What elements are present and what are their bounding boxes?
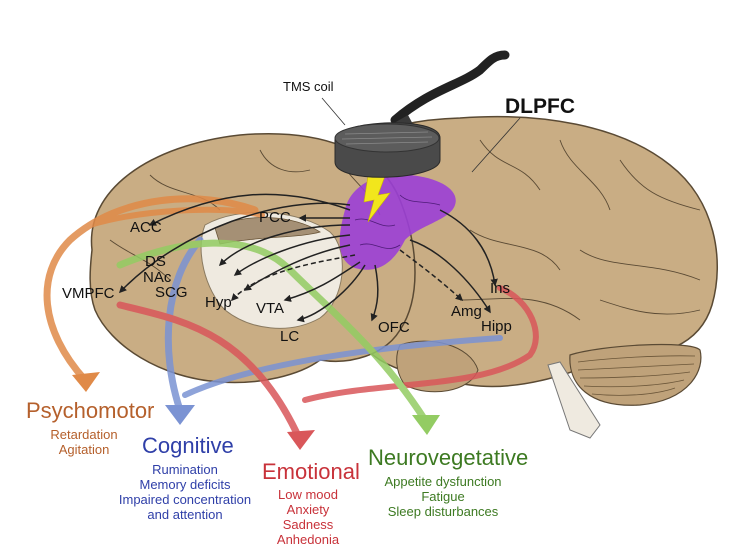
psychomotor-title: Psychomotor bbox=[26, 398, 155, 423]
symptom-item: Impaired concentration bbox=[118, 492, 252, 507]
region-ins: Ins bbox=[490, 280, 511, 297]
symptom-item: Memory deficits bbox=[139, 477, 231, 492]
symptom-item: Rumination bbox=[152, 462, 218, 477]
psychomotor-pathway-2 bbox=[87, 206, 265, 228]
stimulation-bolt-icon bbox=[363, 175, 391, 223]
symptom-item: Anxiety bbox=[286, 502, 330, 517]
symptom-item: Appetite dysfunction bbox=[384, 474, 502, 489]
symptom-item: Retardation bbox=[50, 427, 118, 442]
cognitive-title: Cognitive bbox=[142, 433, 234, 458]
cognitive-pathway-2 bbox=[182, 335, 503, 398]
region-acc: ACC bbox=[130, 219, 162, 236]
symptom-item: Low mood bbox=[278, 487, 338, 502]
emotional-symptoms: Low mood Anxiety Sadness Anhedonia bbox=[262, 487, 354, 547]
cerebellum-folia bbox=[577, 355, 696, 396]
symptom-item: and attention bbox=[147, 507, 223, 522]
emotional-title: Emotional bbox=[262, 459, 360, 484]
neurovegetative-pathway bbox=[116, 239, 429, 424]
region-scg: SCG bbox=[155, 284, 188, 301]
coil-leader-line bbox=[321, 97, 346, 126]
symptom-item: Sadness bbox=[282, 517, 334, 532]
symptom-item: Sleep disturbances bbox=[387, 504, 499, 519]
symptom-item: Agitation bbox=[58, 442, 110, 457]
dlpfc-sulci bbox=[354, 194, 441, 249]
region-vmpfc: VMPFC bbox=[62, 285, 115, 302]
neurovegetative-symptoms: Appetite dysfunction Fatigue Sleep distu… bbox=[378, 474, 508, 519]
emotional-pathway bbox=[116, 301, 304, 444]
dlpfc-label: DLPFC bbox=[505, 95, 575, 118]
psychomotor-pathway bbox=[43, 195, 259, 384]
region-lc: LC bbox=[280, 328, 300, 345]
dlpfc-projections bbox=[118, 193, 498, 323]
dlpfc-leader-line bbox=[471, 117, 521, 173]
tms-coil-icon bbox=[334, 50, 510, 178]
region-ds: DS bbox=[145, 253, 166, 270]
neurovegetative-title: Neurovegetative bbox=[368, 445, 529, 470]
psychomotor-symptoms: Retardation Agitation bbox=[34, 427, 134, 457]
region-hipp: Hipp bbox=[481, 318, 512, 335]
emotional-pathway-2 bbox=[302, 285, 539, 403]
region-ofc: OFC bbox=[378, 319, 410, 336]
corpus-callosum bbox=[214, 217, 321, 245]
region-vta: VTA bbox=[256, 300, 285, 317]
region-pcc: PCC bbox=[259, 209, 291, 226]
category-arrowheads bbox=[72, 372, 440, 450]
symptom-item: Fatigue bbox=[421, 489, 465, 504]
tms-coil-label: TMS coil bbox=[283, 79, 334, 94]
cerebellum-lateral bbox=[569, 343, 702, 406]
brainstem-lateral bbox=[547, 361, 601, 439]
region-amg: Amg bbox=[451, 303, 482, 320]
region-nac: NAc bbox=[143, 269, 172, 286]
symptom-item: Anhedonia bbox=[276, 532, 340, 547]
region-hyp: Hyp bbox=[205, 294, 232, 311]
cognitive-symptoms: Rumination Memory deficits Impaired conc… bbox=[110, 462, 260, 522]
